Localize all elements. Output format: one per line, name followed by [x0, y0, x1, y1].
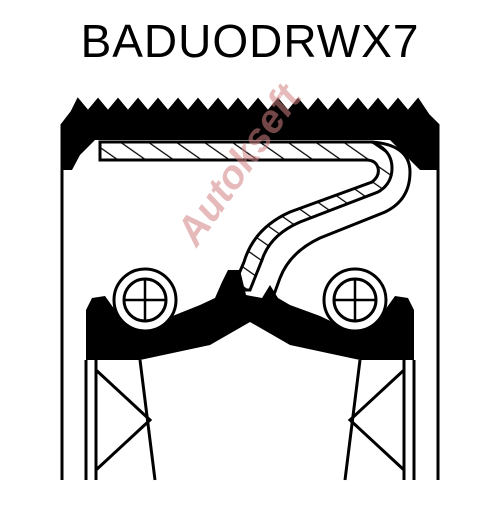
rubber-lip-outline — [270, 140, 412, 301]
seal-inner-cavity — [70, 180, 430, 480]
lower-left-chevron — [94, 368, 153, 472]
lower-left-wall — [84, 359, 157, 481]
part-code-label: BADUODRWX7 — [80, 15, 420, 67]
sealing-lip-body — [86, 270, 414, 360]
right-spring-coil — [322, 267, 388, 333]
lower-right-chevron — [347, 368, 406, 472]
left-spring-coil — [112, 267, 178, 333]
lower-right-wall — [343, 359, 416, 481]
seal-rubber-top — [62, 100, 438, 170]
